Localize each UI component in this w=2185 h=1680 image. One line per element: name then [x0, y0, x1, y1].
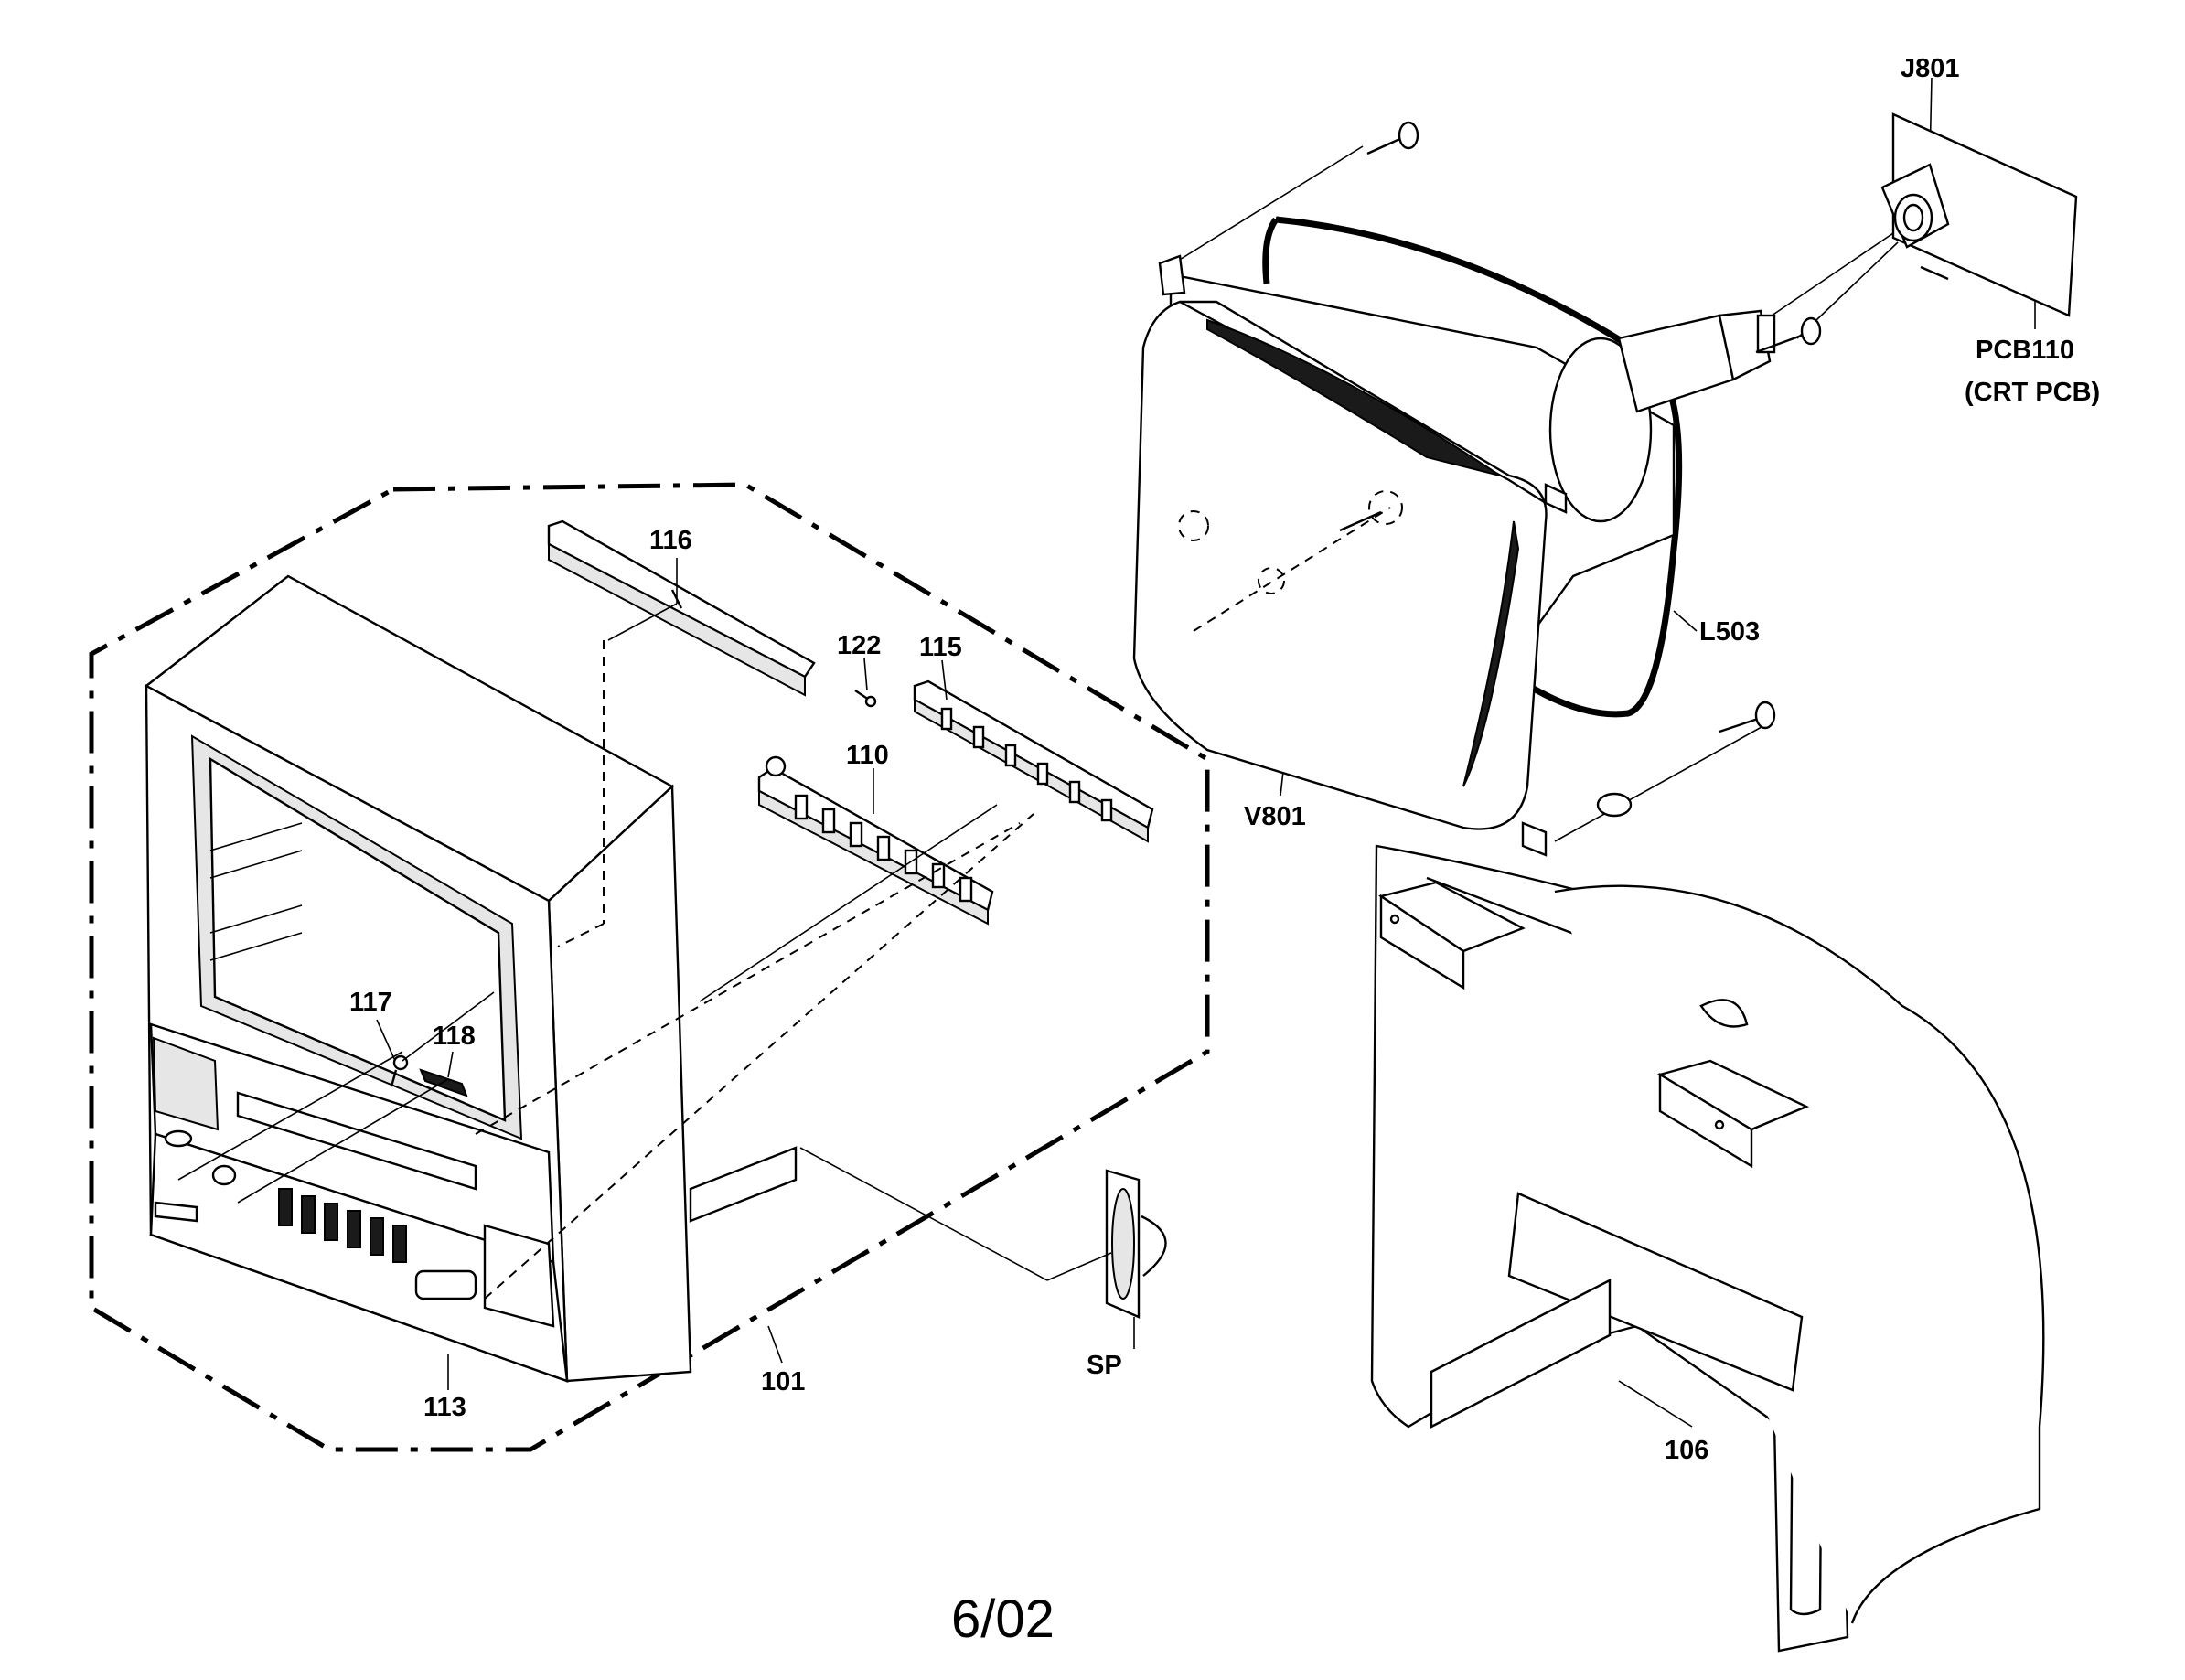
- subassembly-boundary-101: [89, 482, 1210, 1452]
- label-crt-pcb: (CRT PCB): [1965, 378, 2100, 407]
- part-110-control-pcb: [757, 755, 994, 926]
- label-sp: SP: [1087, 1351, 1122, 1380]
- label-101: 101: [761, 1367, 805, 1396]
- label-pcb110: PCB110: [1976, 336, 2074, 365]
- crt-tube-v801: [1132, 121, 1822, 857]
- part-110-switches: [794, 794, 973, 903]
- date-code: 6/02: [951, 1589, 1055, 1649]
- label-118: 118: [433, 1022, 476, 1051]
- front-control-buttons: [278, 1188, 407, 1263]
- label-j801: J801: [1901, 54, 1960, 83]
- label-l503: L503: [1699, 617, 1760, 647]
- leader-lines: [177, 77, 2036, 1428]
- part-115-bracket: [913, 679, 1154, 843]
- label-117: 117: [349, 988, 392, 1017]
- label-122: 122: [837, 631, 881, 660]
- crt-mounting-screws: [1339, 121, 1822, 818]
- label-113: 113: [423, 1393, 466, 1422]
- part-labels: J801 PCB110 (CRT PCB) L503 V801 116 122 …: [349, 54, 2100, 1649]
- part-116-bracket: [547, 519, 816, 697]
- part-122-screw: [854, 690, 877, 708]
- crt-pcb-pcb110: [1880, 112, 2078, 317]
- rear-cabinet-106: [1370, 844, 2045, 1653]
- speaker-sp: [1105, 1169, 1167, 1319]
- part-115-tabs: [940, 707, 1113, 822]
- front-cabinet: [144, 574, 798, 1383]
- label-110: 110: [846, 741, 889, 770]
- label-v801: V801: [1244, 802, 1306, 831]
- label-116: 116: [649, 526, 692, 555]
- label-106: 106: [1665, 1436, 1708, 1465]
- label-115: 115: [919, 633, 962, 662]
